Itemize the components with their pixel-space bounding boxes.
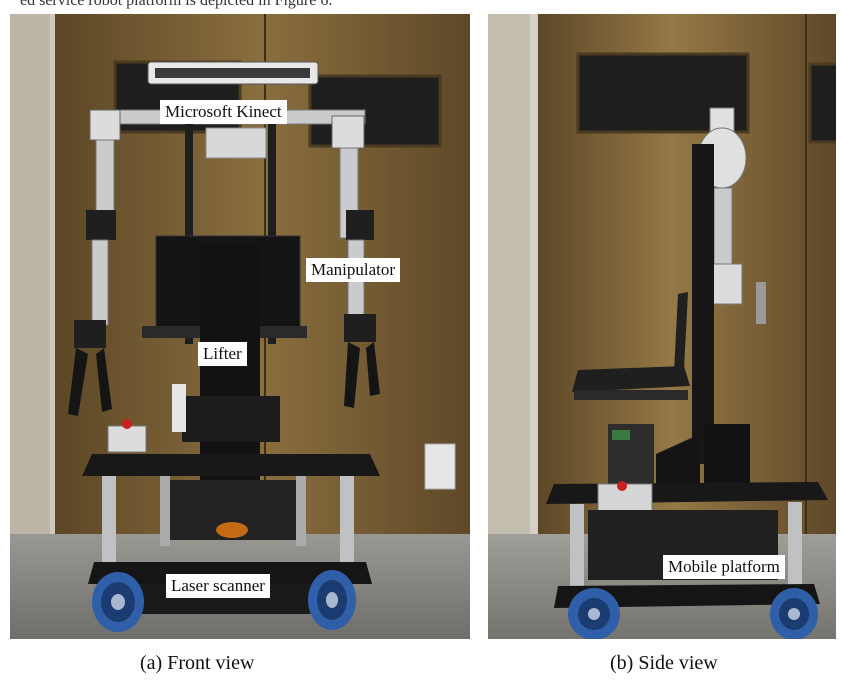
bucket [424,443,456,490]
base-post-right [788,502,802,594]
mast-left [185,124,193,344]
lifter-column [692,144,714,464]
laptop-base [572,366,690,392]
wall-pillar [488,14,530,534]
label-lifter: Lifter [198,342,247,366]
lifter-carriage [182,396,280,442]
header-text-fragment: ed service robot platform is depicted in… [20,0,333,9]
kinect-mount-box [205,127,267,159]
laser-scanner-sensor [216,522,248,538]
caption-front-view: (a) Front view [140,652,255,674]
side-view-illustration [488,14,836,639]
emergency-stop-box [107,425,147,453]
laptop-shelf [574,390,688,400]
emergency-stop-icon [617,481,627,491]
label-laser-scanner: Laser scanner [166,574,270,598]
label-manipulator: Manipulator [306,258,401,282]
side-view-photo [488,14,836,639]
base-post-right [340,476,354,568]
emergency-stop-icon [122,419,132,429]
electronics-chip [612,430,630,440]
left-manipulator-arm [68,109,121,416]
wheel-right-icon [308,570,356,630]
laptop-screen [674,292,688,372]
wheel-left-icon [92,572,144,632]
wheel-left-icon [568,588,620,639]
base-post-left [570,504,584,596]
base-post-inner-left [160,476,170,546]
electronics-board [172,384,186,432]
label-mobile-platform: Mobile platform [663,555,785,579]
wheel-right-icon [770,588,818,639]
door-window-right [808,62,836,144]
kinect-face [155,68,310,78]
base-lower-plate [554,584,820,608]
base-lower-plate [88,562,372,584]
lifter-carriage [704,424,750,494]
base-wedge [656,434,700,484]
caption-side-view: (b) Side view [610,652,718,674]
label-microsoft-kinect: Microsoft Kinect [160,100,287,124]
base-top-plate [82,454,380,476]
door-handle [756,282,766,324]
base-post-left [102,476,116,568]
mast-right [268,124,276,344]
base-post-inner-right [296,476,306,546]
wall-pillar [10,14,50,534]
